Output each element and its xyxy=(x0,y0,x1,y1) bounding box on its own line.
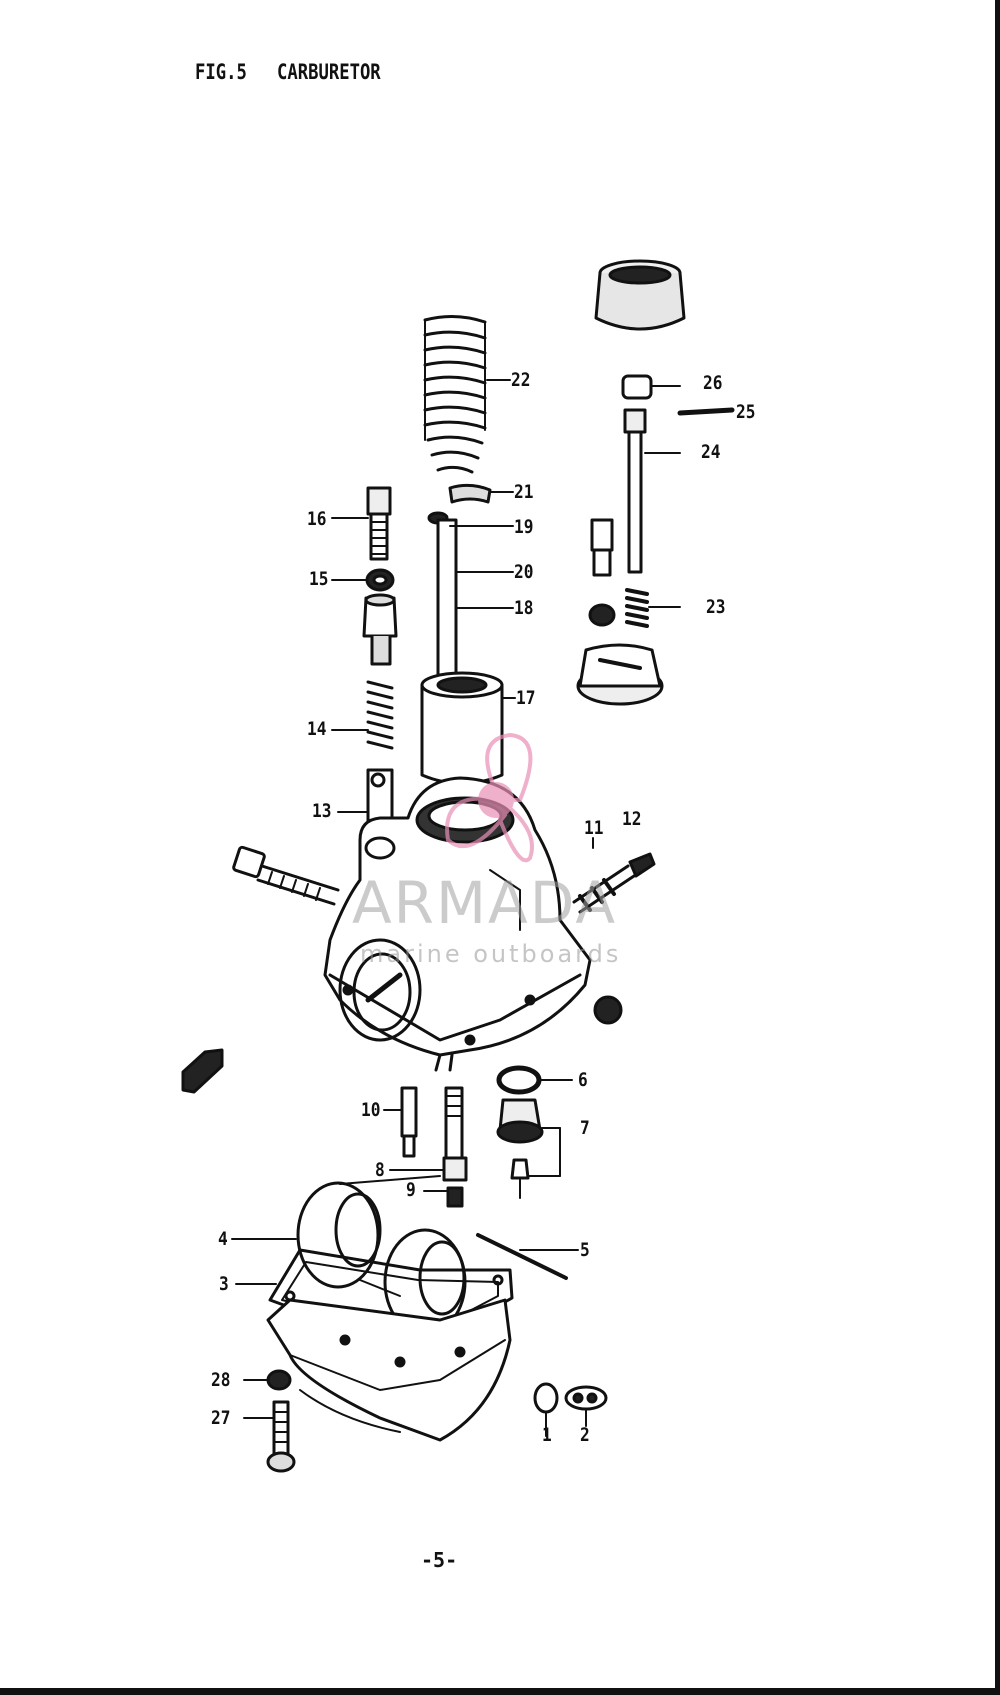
part-label-17: 17 xyxy=(516,687,536,709)
part-label-4: 4 xyxy=(218,1228,228,1250)
cap-nut xyxy=(593,995,623,1025)
mixing-chamber-cap xyxy=(594,259,686,331)
starter-screw xyxy=(588,518,616,627)
part-label-1: 1 xyxy=(542,1424,552,1446)
part-label-13: 13 xyxy=(312,800,332,822)
part-label-23: 23 xyxy=(706,596,726,618)
drain-plug xyxy=(533,1382,559,1414)
part-label-11: 11 xyxy=(584,817,604,839)
part-label-12: 12 xyxy=(622,808,642,830)
part-label-15: 15 xyxy=(309,568,329,590)
scan-edge-bottom xyxy=(0,1688,1000,1695)
watermark-logo xyxy=(445,732,534,863)
part-label-28: 28 xyxy=(211,1369,231,1391)
part-label-18: 18 xyxy=(514,597,534,619)
cable-fitting xyxy=(362,593,398,666)
part-label-6: 6 xyxy=(578,1069,588,1091)
part-label-21: 21 xyxy=(514,481,534,503)
starter-lever-rod xyxy=(623,408,647,574)
float-chamber xyxy=(266,1298,512,1442)
figure-label: FIG.5 xyxy=(195,60,247,84)
part-label-24: 24 xyxy=(701,441,721,463)
part-label-8: 8 xyxy=(375,1159,385,1181)
bolt-washer xyxy=(266,1369,292,1391)
part-label-27: 27 xyxy=(211,1407,231,1429)
float-chamber-bolt xyxy=(266,1400,296,1473)
float-valve-seat xyxy=(496,1098,544,1199)
direction-tag xyxy=(181,1048,224,1094)
part-label-22: 22 xyxy=(511,369,531,391)
watermark-tagline: marine outboards xyxy=(360,940,622,968)
needle-jet xyxy=(442,1086,468,1182)
float-pin xyxy=(476,1233,568,1280)
drain-screw xyxy=(564,1385,608,1411)
scan-edge-right xyxy=(995,0,1000,1695)
starter-housing xyxy=(576,643,664,706)
main-jet xyxy=(446,1186,464,1208)
cable-adjuster-bolt xyxy=(366,486,392,561)
pilot-jet xyxy=(400,1086,418,1158)
part-label-2: 2 xyxy=(580,1424,590,1446)
part-label-7: 7 xyxy=(580,1117,590,1139)
starter-lever-spring xyxy=(625,588,649,628)
part-label-5: 5 xyxy=(580,1239,590,1261)
throttle-spring xyxy=(423,315,487,474)
part-label-20: 20 xyxy=(514,561,534,583)
starter-cap xyxy=(621,374,653,400)
part-label-9: 9 xyxy=(406,1179,416,1201)
part-label-25: 25 xyxy=(736,401,756,423)
air-screw xyxy=(572,852,656,914)
part-label-14: 14 xyxy=(307,718,327,740)
watermark-brand: ARMADA xyxy=(352,869,618,937)
part-label-26: 26 xyxy=(703,372,723,394)
part-label-16: 16 xyxy=(307,508,327,530)
part-label-10: 10 xyxy=(361,1099,381,1121)
throttle-valve xyxy=(420,671,504,785)
lever-pin xyxy=(677,407,735,416)
leader-lines xyxy=(231,379,681,1437)
part-label-19: 19 xyxy=(514,516,534,538)
starter-spring xyxy=(366,680,394,750)
page-number: -5- xyxy=(421,1548,458,1572)
jet-needle xyxy=(436,518,458,682)
spring-seat xyxy=(448,483,492,504)
throttle-stop-bolt xyxy=(232,845,340,906)
part-label-3: 3 xyxy=(219,1273,229,1295)
carburetor-body xyxy=(323,776,592,1072)
main-jet-washer xyxy=(496,1065,542,1095)
figure-name: CARBURETOR xyxy=(277,60,381,84)
